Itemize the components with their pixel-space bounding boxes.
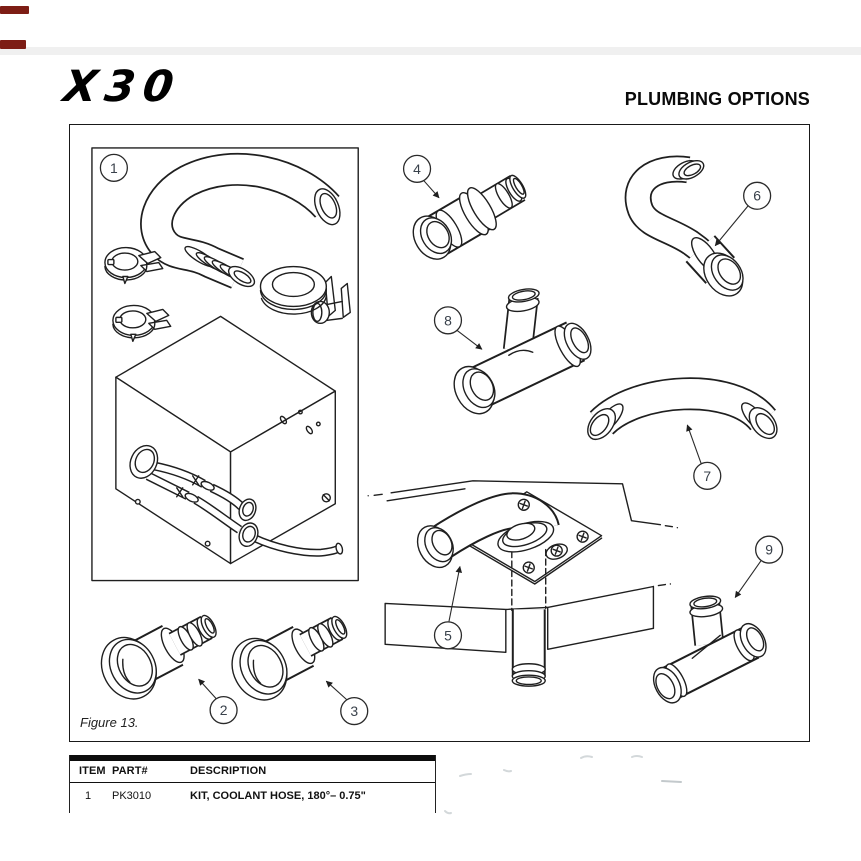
figure-caption: Figure 13. [80,715,139,730]
part-7-sweep-hose [587,377,778,441]
page-title: PLUMBING OPTIONS [624,89,810,109]
callout-2-leader [198,678,218,700]
table-row: 1 PK3010 KIT, COOLANT HOSE, 180°– 0.75" [70,783,435,803]
callout-5 [433,621,463,650]
part-4-coupler [412,174,527,260]
col-header-description: DESCRIPTION [190,765,267,777]
callout-7-number: 7 [703,468,711,484]
callout-6 [743,181,772,210]
figure-drawing: 1 2 3 4 5 6 7 8 9 [70,147,784,741]
scan-mark-2 [0,40,26,49]
callout-8-leader [456,329,483,350]
callout-3-leader [325,680,348,701]
figure-box: 1 2 3 4 5 6 7 8 9 Figure 13. [69,124,810,742]
callout-9-number: 9 [765,542,773,558]
cell-description: KIT, COOLANT HOSE, 180°– 0.75" [190,790,366,802]
table-header-row: ITEM PART# DESCRIPTION [70,761,435,783]
callout-2-number: 2 [220,702,228,718]
callout-3 [340,696,369,726]
hose-clamp-large [259,265,351,325]
part-3-adapter [222,614,350,709]
item1-inner-box [91,147,359,582]
callout-1 [99,153,128,182]
col-header-part: PART# [112,765,148,777]
callout-8-number: 8 [444,312,452,328]
callout-4-number: 4 [413,161,421,177]
callout-7 [693,461,722,490]
callout-9 [754,535,784,564]
callout-5-number: 5 [444,627,452,643]
page-top-divider [0,47,861,55]
hose-clamp-small-1 [104,246,164,285]
part-6-elbow-hose [624,155,744,297]
part-5-flanged-elbow [367,480,679,687]
part-9-tee-fitting [652,595,767,704]
part-8-tee-fitting [453,288,592,415]
part-1-coolant-hose-kit [91,147,359,582]
col-header-item: ITEM [79,765,106,777]
callout-1-number: 1 [110,160,118,176]
parts-table: ITEM PART# DESCRIPTION 1 PK3010 KIT, COO… [69,755,436,813]
callout-2 [209,695,238,725]
hose-clamp-small-2 [112,304,172,342]
callout-4-leader [422,179,440,199]
callout-9-leader [734,560,762,599]
cell-item: 1 [85,790,92,802]
scan-mark-1 [0,6,29,14]
callout-3-number: 3 [350,703,358,719]
callout-4 [402,154,432,183]
callout-balloons: 1 2 3 4 5 6 7 8 9 [99,153,784,726]
table-top-rule [70,755,435,761]
callout-6-leader [714,205,749,247]
callout-leaders [198,179,762,701]
cell-part-number: PK3010 [112,790,152,802]
callout-8 [433,306,463,335]
callout-6-number: 6 [753,188,761,204]
callout-7-leader [686,424,702,465]
scan-ghost-marks [444,755,682,815]
brand-logo: X30 [60,62,185,112]
water-heater-unit [115,315,344,565]
callout-5-leader [448,565,463,622]
part-2-adapter [91,613,219,708]
